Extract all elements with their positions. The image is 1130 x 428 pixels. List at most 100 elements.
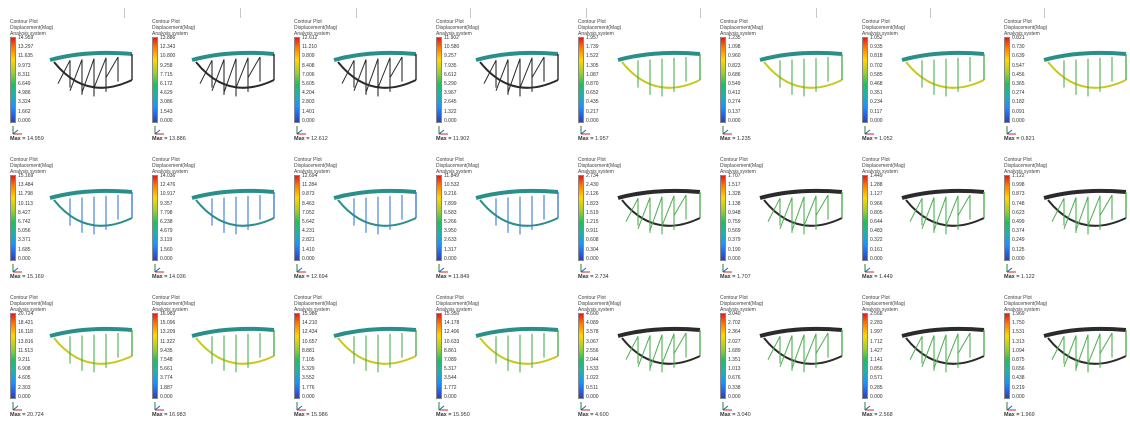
max-readout: Max = 3.040 xyxy=(720,412,751,418)
scale-tick-label: 7.089 xyxy=(444,357,457,363)
truss-diagonal xyxy=(815,332,829,354)
bridge-truss-model xyxy=(475,188,559,235)
axis-triad-icon xyxy=(722,126,732,135)
scale-tick-label: 1.288 xyxy=(870,182,883,189)
max-label: Max = xyxy=(10,136,27,142)
bottom-chord xyxy=(905,199,985,227)
max-readout: Max = 1.052 xyxy=(862,136,893,142)
scale-tick-label: 0.644 xyxy=(870,219,883,225)
axis-z-icon xyxy=(12,405,19,411)
truss-diagonal xyxy=(1051,336,1065,360)
color-scale-bar xyxy=(152,175,158,261)
bottom-chord xyxy=(337,61,417,89)
max-label: Max = xyxy=(436,136,453,142)
scale-tick-label: 0.456 xyxy=(1012,71,1025,78)
bridge-truss-model xyxy=(617,188,701,235)
max-value: 12.612 xyxy=(310,136,328,142)
scale-tick-label: 11.635 xyxy=(18,53,33,60)
axis-triad-icon xyxy=(864,264,874,273)
scale-tick-label: 6.583 xyxy=(444,209,457,216)
deck-chord xyxy=(333,326,417,338)
legend-subtitle: Displacement(Mag) xyxy=(862,25,906,31)
scale-tick-label: 2.430 xyxy=(586,182,599,189)
scale-tick-label: 8.861 xyxy=(444,347,457,354)
scale-tick-label: 0.217 xyxy=(586,108,599,115)
scale-tick-label: 0.000 xyxy=(18,255,31,262)
max-value: 11.849 xyxy=(452,274,470,280)
scale-tick-label: 8.427 xyxy=(18,209,31,216)
scale-tick-label: 0.161 xyxy=(870,246,883,253)
max-value: 15.169 xyxy=(26,274,44,280)
axis-z-icon xyxy=(296,267,303,273)
deck-chord xyxy=(49,188,133,200)
scale-tick-label: 0.365 xyxy=(1012,81,1025,87)
axis-triad-icon xyxy=(438,402,448,411)
scale-tick-label: 10.633 xyxy=(444,338,460,345)
legend-subtitle: Displacement(Mag) xyxy=(294,163,338,169)
scale-tick-label: 11.849 xyxy=(444,173,459,179)
divider xyxy=(930,8,931,18)
scale-tick-label: 1.122 xyxy=(1012,173,1025,179)
scale-tick-label: 0.547 xyxy=(1012,62,1025,69)
divider xyxy=(356,8,357,18)
scale-tick-label: 1.531 xyxy=(1012,329,1025,336)
scale-tick-label: 1.887 xyxy=(160,384,173,391)
scale-tick-label: 0.652 xyxy=(586,90,599,97)
deck-chord xyxy=(901,188,985,200)
truss-diagonal xyxy=(637,197,651,230)
legend-system: Analysis system xyxy=(152,169,188,175)
scale-tick-label: 0.000 xyxy=(444,255,457,262)
bridge-truss-model xyxy=(1043,188,1127,235)
axis-triad-icon xyxy=(12,402,22,411)
bottom-chord xyxy=(621,337,701,365)
max-value: 1.707 xyxy=(736,274,751,280)
axis-z-icon xyxy=(296,129,303,135)
legend-title: Contour Plot xyxy=(720,157,748,163)
deck-chord xyxy=(333,50,417,62)
scale-tick-label: 8.408 xyxy=(302,62,315,69)
truss-diagonal xyxy=(353,59,367,92)
scale-tick-label: 0.935 xyxy=(870,44,883,51)
scale-tick-label: 0.000 xyxy=(870,255,883,262)
bridge-truss-model xyxy=(475,326,559,373)
max-readout: Max = 14.959 xyxy=(10,136,44,142)
scale-tick-label: 11.322 xyxy=(160,338,175,345)
legend-system: Analysis system xyxy=(720,169,756,175)
truss-diagonal xyxy=(673,194,687,216)
scale-tick-label: 1.969 xyxy=(1012,311,1025,317)
color-scale-bar xyxy=(720,175,726,261)
legend-system: Analysis system xyxy=(578,31,614,37)
legend-subtitle: Displacement(Mag) xyxy=(152,163,196,169)
scale-tick-label: 0.000 xyxy=(1012,117,1025,124)
bridge-truss-model xyxy=(759,326,843,373)
color-scale-bar xyxy=(1004,175,1010,261)
color-scale-bar xyxy=(578,37,584,123)
scale-tick-label: 5.266 xyxy=(444,219,457,225)
bridge-truss-model xyxy=(901,188,985,235)
scale-tick-label: 8.311 xyxy=(18,71,31,78)
max-label: Max = xyxy=(578,136,595,142)
color-scale-bar xyxy=(294,313,300,399)
scale-tick-label: 4.679 xyxy=(160,228,173,235)
max-label: Max = xyxy=(10,412,27,418)
scale-tick-label: 0.000 xyxy=(586,117,599,124)
axis-triad-icon xyxy=(722,264,732,273)
truss-diagonal xyxy=(661,333,675,365)
axis-z-icon xyxy=(12,267,19,273)
color-scale-bar xyxy=(10,313,16,399)
axis-z-icon xyxy=(438,267,445,273)
truss-diagonal xyxy=(1075,334,1089,369)
scale-tick-label: 7.006 xyxy=(302,71,315,78)
scale-tick-label: 2.633 xyxy=(444,237,457,244)
axis-z-icon xyxy=(580,267,587,273)
max-label: Max = xyxy=(720,136,737,142)
scale-tick-label: 9.357 xyxy=(160,200,173,207)
